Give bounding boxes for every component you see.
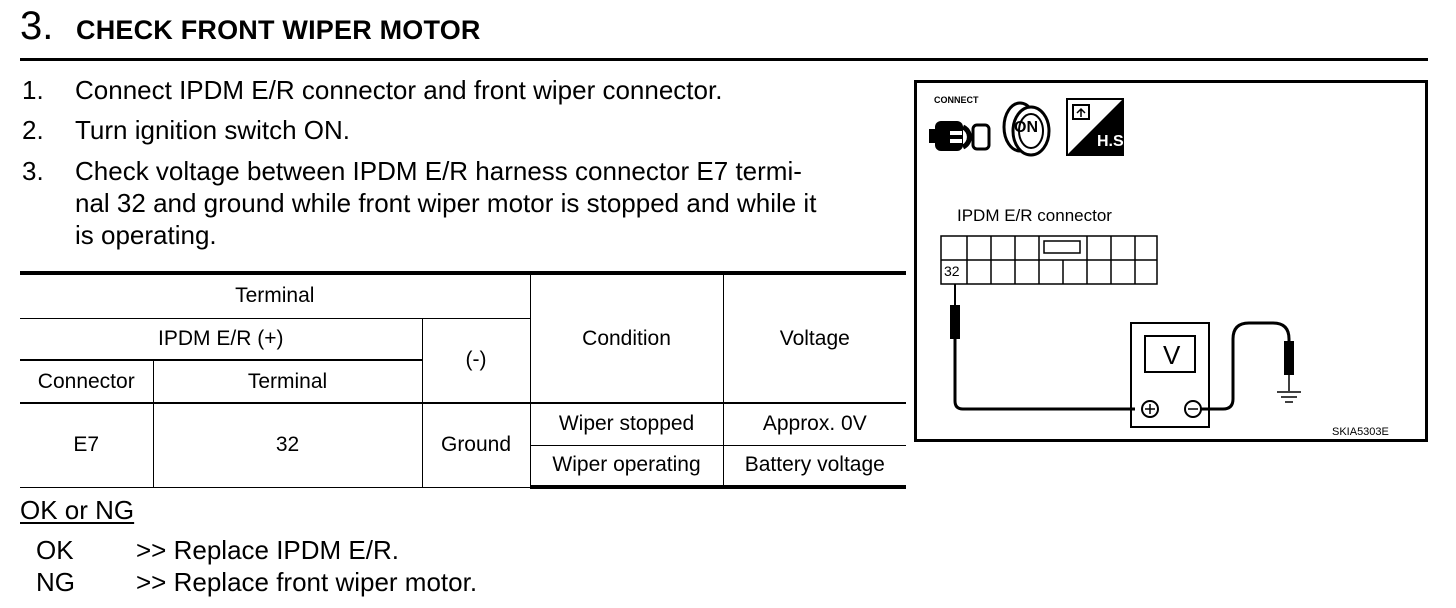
page-title: CHECK FRONT WIPER MOTOR bbox=[76, 15, 481, 45]
step-3-text-line-2: nal 32 and ground while front wiper moto… bbox=[75, 188, 817, 218]
condition-cell: Wiper stopped bbox=[529, 402, 724, 446]
figure-code: SKIA5303E bbox=[1332, 426, 1389, 438]
minus-value: Ground bbox=[421, 402, 531, 488]
connector-header: Connector bbox=[20, 359, 154, 404]
result-ok-text: >> Replace IPDM E/R. bbox=[136, 535, 399, 565]
step-2-text: Turn ignition switch ON. bbox=[75, 115, 351, 145]
step-number: 3. bbox=[20, 4, 54, 48]
result-title: OK or NG bbox=[20, 495, 135, 525]
pin-32-label: 32 bbox=[944, 263, 960, 279]
step-3-text-line-3: is operating. bbox=[75, 220, 217, 250]
condition-header: Condition bbox=[529, 271, 724, 404]
ipdm-plus-header: IPDM E/R (+) bbox=[20, 317, 423, 361]
ground-symbol bbox=[1277, 391, 1301, 403]
connect-icon-label: CONNECT bbox=[934, 95, 979, 105]
harness-side-icon bbox=[1066, 98, 1124, 156]
connector-value: E7 bbox=[20, 402, 154, 488]
probe-lead-positive bbox=[950, 284, 1135, 411]
result-ng-text: >> Replace front wiper motor. bbox=[136, 567, 478, 597]
wiring-diagram: CONNECT ON H.S. IPDM E/R connector 32 V … bbox=[914, 80, 1428, 442]
result-ng-key: NG bbox=[36, 567, 75, 597]
voltmeter bbox=[1130, 322, 1210, 428]
ignition-on-icon bbox=[1002, 101, 1051, 157]
probe-lead-negative bbox=[1201, 321, 1294, 411]
ipdm-connector-grid bbox=[940, 235, 1158, 285]
connect-icon bbox=[929, 121, 991, 151]
step-3-text-line-1: Check voltage between IPDM E/R harness c… bbox=[75, 156, 802, 186]
ignition-on-label: ON bbox=[1014, 119, 1038, 136]
voltage-header: Voltage bbox=[722, 271, 907, 404]
step-2-number: 2. bbox=[22, 115, 44, 145]
voltage-cell: Approx. 0V bbox=[722, 402, 907, 446]
result-ok-key: OK bbox=[36, 535, 74, 565]
harness-side-label: H.S. bbox=[1097, 133, 1129, 150]
terminal-voltage-table: Terminal Condition Voltage IPDM E/R (+) … bbox=[20, 271, 907, 489]
terminal-value: 32 bbox=[152, 402, 423, 488]
terminal-header: Terminal bbox=[20, 271, 531, 319]
step-1-text: Connect IPDM E/R connector and front wip… bbox=[75, 75, 723, 105]
voltmeter-label: V bbox=[1163, 340, 1181, 370]
minus-header: (-) bbox=[421, 317, 531, 404]
condition-cell: Wiper operating bbox=[529, 444, 724, 489]
terminal-sub-header: Terminal bbox=[152, 359, 423, 404]
connector-label: IPDM E/R connector bbox=[957, 206, 1112, 225]
step-1-number: 1. bbox=[22, 75, 44, 105]
voltage-cell: Battery voltage bbox=[722, 444, 907, 489]
header-rule bbox=[20, 58, 1428, 61]
diagram-drawing bbox=[929, 98, 1301, 428]
step-3-number: 3. bbox=[22, 156, 44, 186]
